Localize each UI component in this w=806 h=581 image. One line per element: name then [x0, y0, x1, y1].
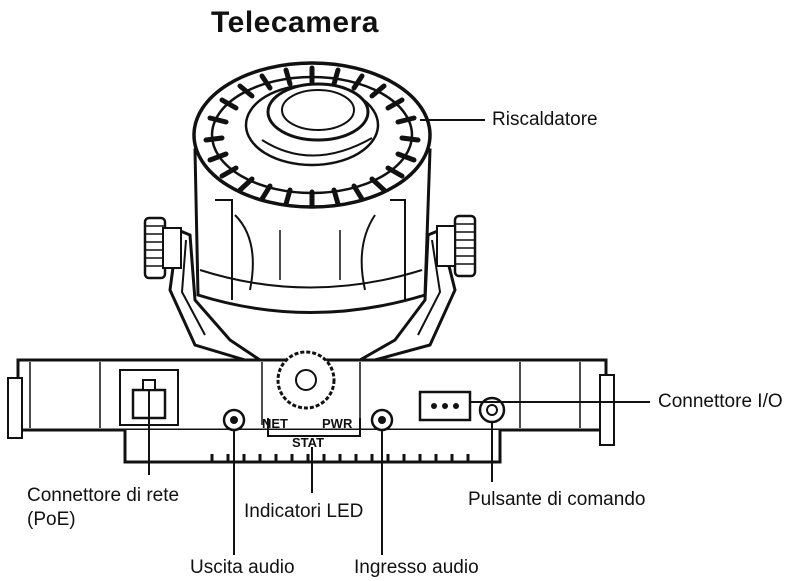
led-pwr-text: PWR — [322, 416, 353, 431]
label-heater: Riscaldatore — [492, 109, 598, 130]
led-net-text: NET — [262, 416, 288, 431]
right-tilt-knob — [436, 214, 477, 278]
label-led-indicators: Indicatori LED — [244, 501, 364, 522]
label-network-connector: Connettore di rete — [27, 485, 180, 506]
label-audio-out: Uscita audio — [190, 557, 295, 578]
network-connector-port — [119, 369, 179, 426]
led-stat-text: STAT — [292, 435, 324, 450]
led-panel: NET PWR STAT — [262, 416, 361, 450]
diagram-title: Telecamera — [211, 6, 379, 39]
left-tilt-knob — [143, 216, 182, 280]
label-network-connector-poe: (PoE) — [27, 509, 76, 530]
audio-in-jack — [370, 408, 394, 432]
io-connector-port — [418, 390, 472, 422]
label-io-connector: Connettore I/O — [658, 391, 783, 412]
audio-out-jack — [222, 408, 246, 432]
lens — [244, 82, 380, 167]
center-tilt-knob — [276, 350, 336, 410]
label-control-button: Pulsante di comando — [468, 489, 646, 510]
leader-lines — [148, 119, 650, 555]
label-audio-in: Ingresso audio — [354, 557, 479, 578]
